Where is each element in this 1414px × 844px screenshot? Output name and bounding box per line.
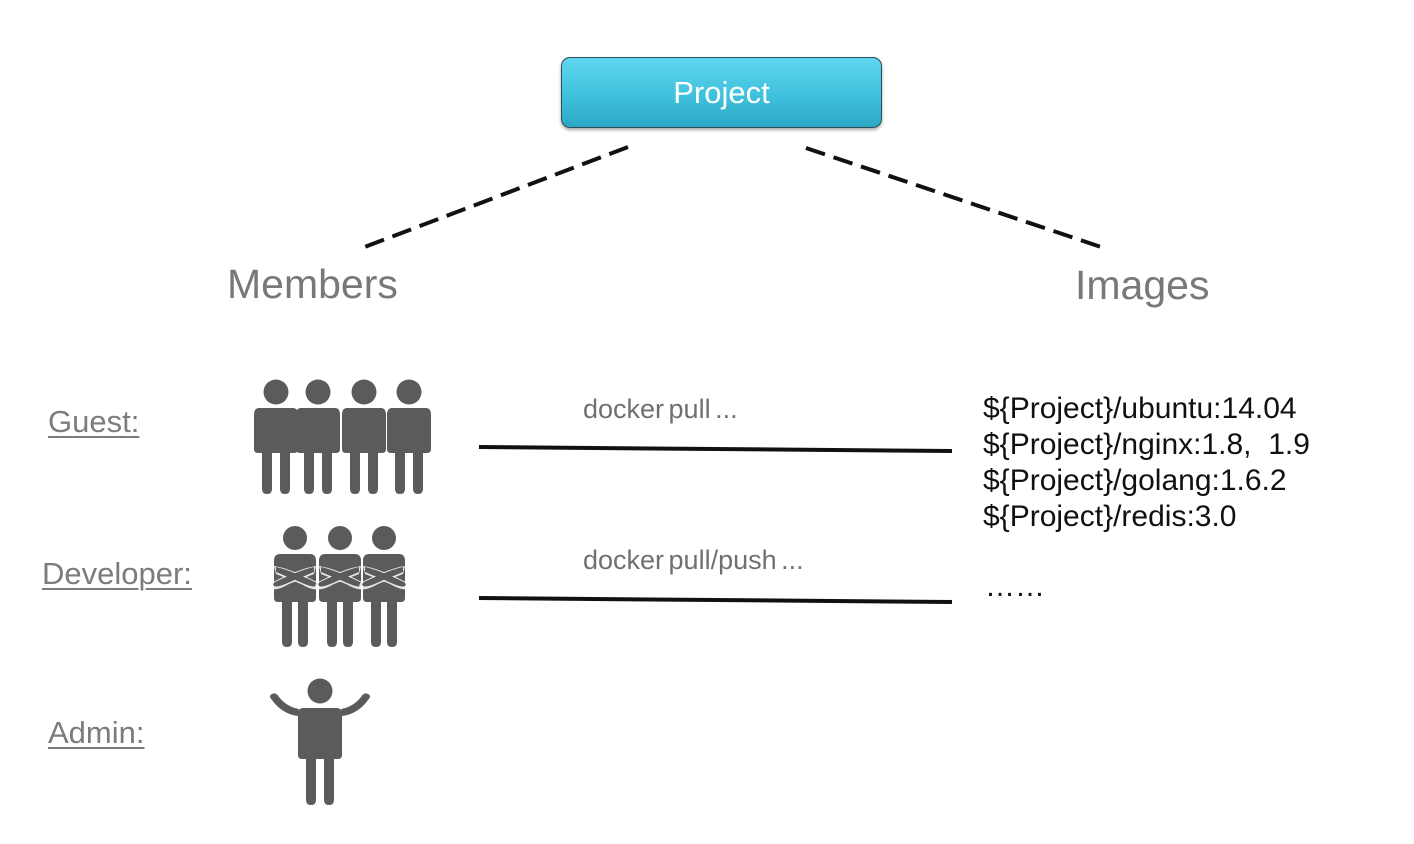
guest-access-line [478, 445, 953, 453]
image-list-more: …… [985, 570, 1045, 603]
image-list-item: ${Project}/golang:1.6.2 [983, 464, 1287, 497]
guest-command-label: docker pull ... [583, 394, 738, 424]
image-list: ${Project}/ubuntu:14.04 ${Project}/nginx… [983, 391, 1310, 535]
image-list-item: ${Project}/nginx:1.8, 1.9 [983, 428, 1310, 461]
single-person-arms-raised-icon [270, 678, 370, 805]
developer-command-label: docker pull/push ... [583, 545, 804, 575]
dashed-connector-members [361, 145, 629, 250]
members-heading: Members [227, 261, 398, 307]
dashed-connector-images [805, 146, 1108, 251]
image-list-item: ${Project}/redis:3.0 [983, 500, 1237, 533]
group-of-three-people-arms-crossed-icon [270, 526, 409, 647]
project-label: Project [673, 74, 770, 110]
role-label-admin: Admin: [48, 715, 145, 750]
image-list-item: ${Project}/ubuntu:14.04 [983, 392, 1297, 425]
developer-access-line [478, 596, 953, 604]
project-box: Project [561, 57, 882, 128]
role-label-guest: Guest: [48, 404, 140, 439]
role-label-developer: Developer: [42, 556, 192, 591]
images-heading: Images [1075, 262, 1210, 308]
group-of-four-people-icon [254, 379, 431, 494]
